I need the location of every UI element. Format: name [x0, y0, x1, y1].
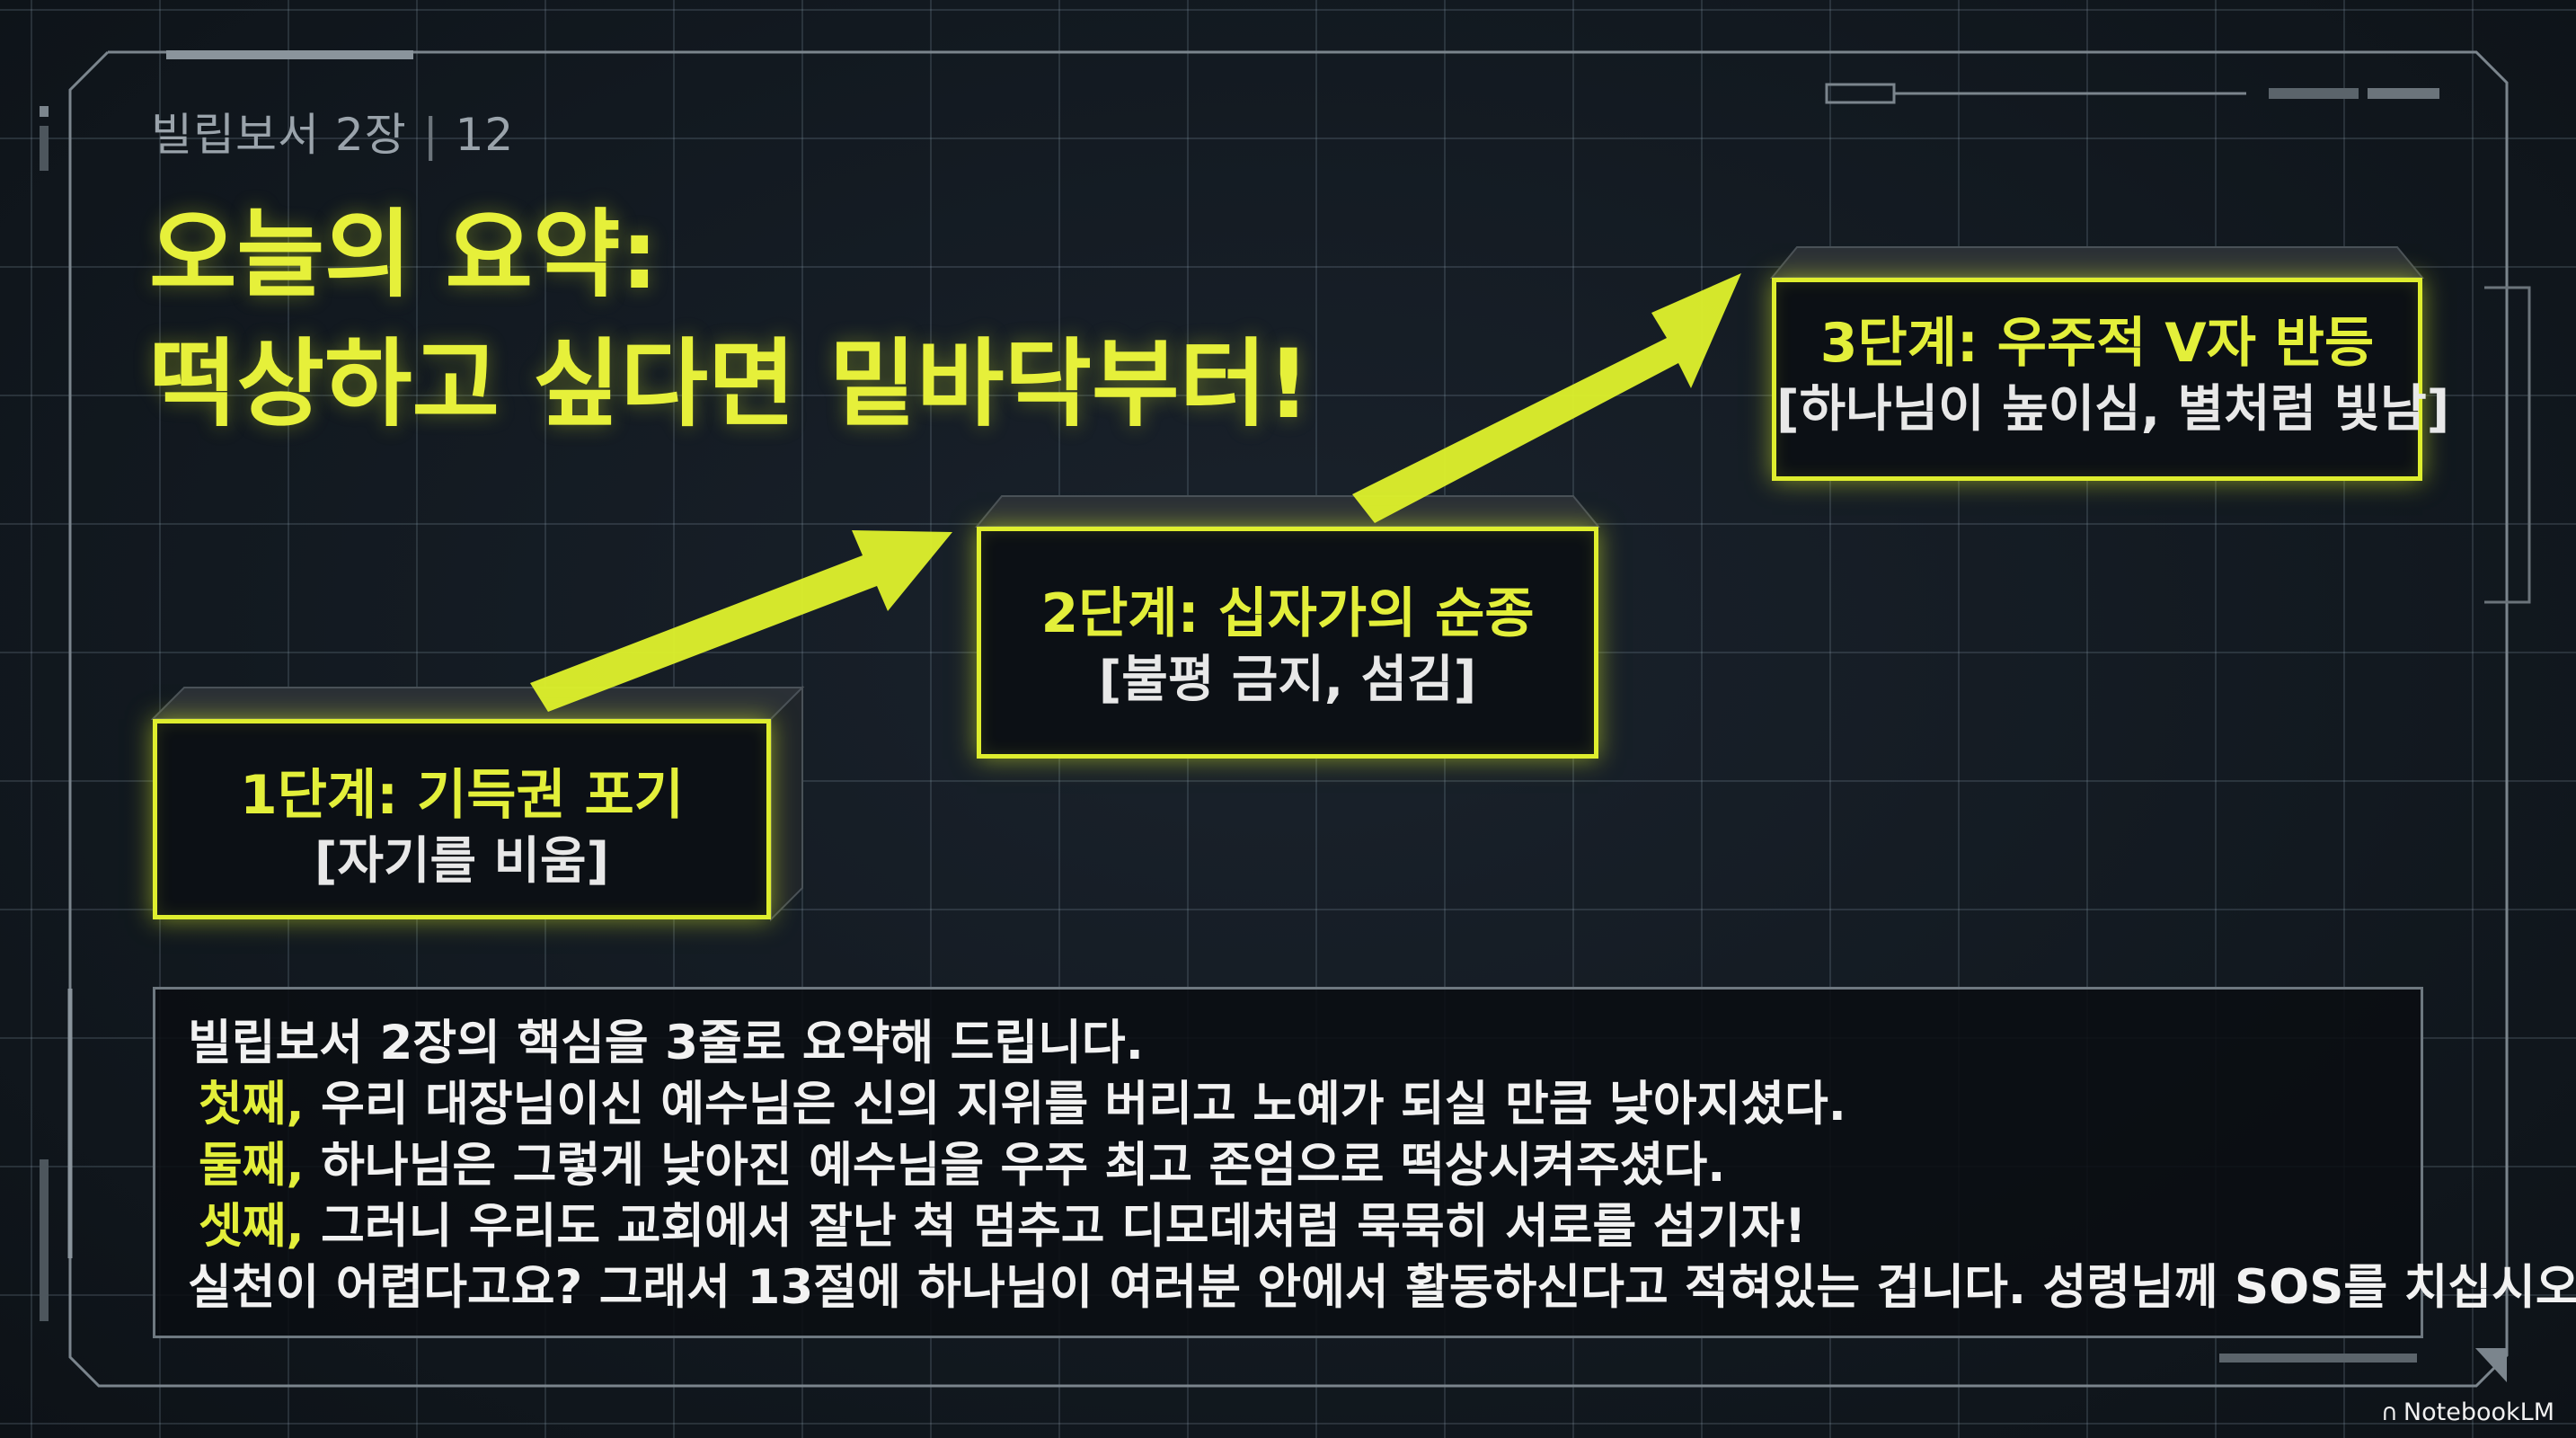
summary-point-3-label: 셋째, [199, 1199, 305, 1254]
frame-left-tick-3 [40, 1159, 49, 1321]
step-1-box: 1단계: 기득권 포기 [자기를 비움] [153, 719, 771, 919]
summary-point-2-text: 하나님은 그렇게 낮아진 예수님을 우주 최고 존엄으로 떡상시켜주셨다. [304, 1138, 1726, 1193]
step-2-subtitle: [불평 금지, 섬김] [1098, 651, 1477, 709]
frame-right-bracket [2484, 286, 2531, 604]
title-line-1: 오늘의 요약: [149, 200, 659, 310]
summary-point-3-text: 그러니 우리도 교회에서 잘난 척 멈추고 디모데처럼 묵묵히 서로를 섬기자! [304, 1199, 1807, 1254]
summary-point-1-text: 우리 대장님이신 예수님은 신의 지위를 버리고 노예가 되실 만큼 낮아지셨다… [304, 1077, 1846, 1132]
step-3-subtitle: [하나님이 높이심, 별처럼 빛남] [1776, 380, 2450, 439]
frame-tech-bar-2 [2368, 88, 2439, 99]
summary-intro: 빌립보서 2장의 핵심을 3줄로 요약해 드립니다. [188, 1016, 1144, 1070]
frame-outline [68, 50, 2509, 1388]
step-2-box: 2단계: 십자가의 순종 [불평 금지, 섬김] [977, 527, 1598, 759]
arrow-step1-to-step2 [530, 530, 952, 712]
chapter-header: 빌립보서 2장 | 12 [151, 99, 514, 164]
frame-left-tick-2 [40, 126, 49, 171]
step-3-title: 3단계: 우주적 V자 반등 [1819, 312, 2375, 375]
chapter-separator: | [422, 109, 439, 161]
step1-box-depth [150, 687, 805, 720]
notebooklm-logo-icon: ∩ [2380, 1399, 2398, 1426]
frame-tech-slot [1825, 83, 1896, 104]
frame-tech-bar-1 [2269, 88, 2359, 99]
summary-point-3: 셋째, 그러니 우리도 교회에서 잘난 척 멈추고 디모데처럼 묵묵히 서로를 … [188, 1196, 2388, 1257]
arrow-step2-to-step3 [1352, 273, 1741, 523]
step2-box-depth [974, 495, 1601, 528]
summary-point-1: 첫째, 우리 대장님이신 예수님은 신의 지위를 버리고 노예가 되실 만큼 낮… [188, 1074, 2388, 1135]
frame-bottom-bar [2219, 1354, 2417, 1363]
summary-closing: 실천이 어렵다고요? 그래서 13절에 하나님이 여러분 안에서 활동하신다고 … [188, 1260, 2576, 1315]
brand-label: NotebookLM [2403, 1398, 2554, 1426]
summary-point-1-label: 첫째, [199, 1077, 305, 1132]
step-1-subtitle: [자기를 비움] [314, 832, 610, 891]
summary-panel: 빌립보서 2장의 핵심을 3줄로 요약해 드립니다. 첫째, 우리 대장님이신 … [153, 987, 2576, 1338]
step-2-title: 2단계: 십자가의 순종 [1040, 582, 1535, 645]
frame-left-tick-1 [40, 106, 49, 117]
title-line-2: 떡상하고 싶다면 밑바닥부터! [149, 329, 1311, 439]
page-title: 오늘의 요약: 떡상하고 싶다면 밑바닥부터! [149, 191, 1310, 449]
frame-corner-triangle [2475, 1348, 2507, 1382]
step1-box-side [770, 685, 803, 922]
page-number: 12 [455, 109, 515, 161]
chapter-label: 빌립보서 2장 [151, 109, 407, 161]
summary-point-2-label: 둘째, [199, 1138, 305, 1193]
frame-top-bar [166, 50, 413, 59]
step-3-box: 3단계: 우주적 V자 반등 [하나님이 높이심, 별처럼 빛남] [1772, 278, 2450, 481]
step-1-title: 1단계: 기득권 포기 [240, 764, 684, 827]
summary-point-2: 둘째, 하나님은 그렇게 낮아진 예수님을 우주 최고 존엄으로 떡상시켜주셨다… [188, 1135, 2388, 1196]
notebooklm-branding: ∩NotebookLM [2381, 1398, 2554, 1426]
step3-box-depth [1769, 246, 2425, 279]
